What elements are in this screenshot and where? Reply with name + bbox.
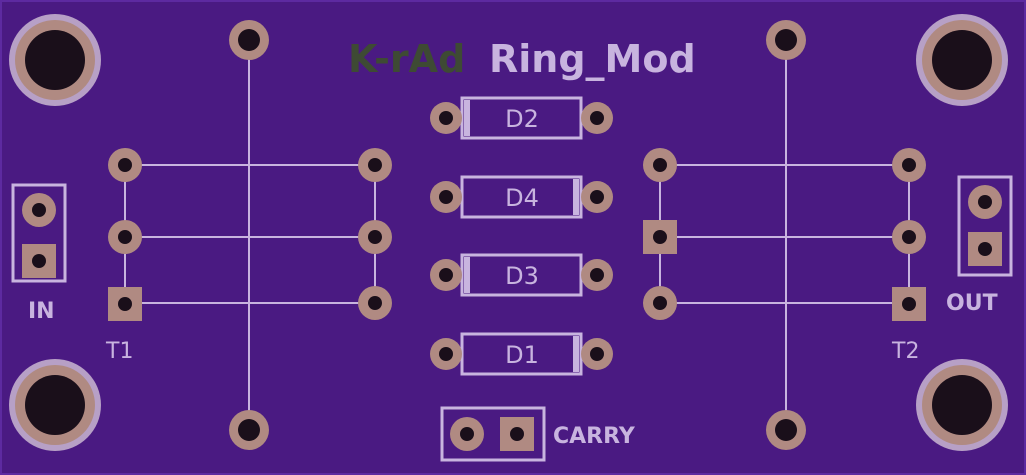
diode-d1-label: D1	[505, 341, 539, 369]
in-connector	[11, 183, 67, 283]
title-prefix: K-rAd	[348, 37, 465, 81]
diode-d2-label: D2	[505, 105, 539, 133]
diode-d4-label: D4	[505, 184, 539, 212]
diode-d3-label: D3	[505, 262, 539, 290]
out-label: OUT	[946, 291, 998, 316]
title-main: Ring_Mod	[489, 37, 696, 81]
transformer-mount-pads	[229, 20, 806, 450]
t1-label: T1	[105, 339, 133, 364]
diode-d4: D4	[430, 175, 613, 219]
mounting-hole-top-right	[916, 14, 1008, 106]
t1-pads	[108, 148, 392, 321]
t2-label: T2	[891, 339, 919, 364]
carry-connector	[440, 406, 546, 462]
mounting-hole-bottom-left	[9, 359, 101, 451]
carry-label: CARRY	[553, 424, 636, 449]
out-connector	[957, 175, 1013, 277]
t2-pads	[643, 148, 926, 321]
in-label: IN	[28, 299, 55, 324]
t1-outline	[124, 40, 376, 430]
mounting-hole-bottom-right	[916, 359, 1008, 451]
mounting-hole-top-left	[9, 14, 101, 106]
diode-d3: D3	[430, 253, 613, 297]
diode-d2: D2	[430, 96, 613, 140]
diode-d1: D1	[430, 332, 613, 376]
